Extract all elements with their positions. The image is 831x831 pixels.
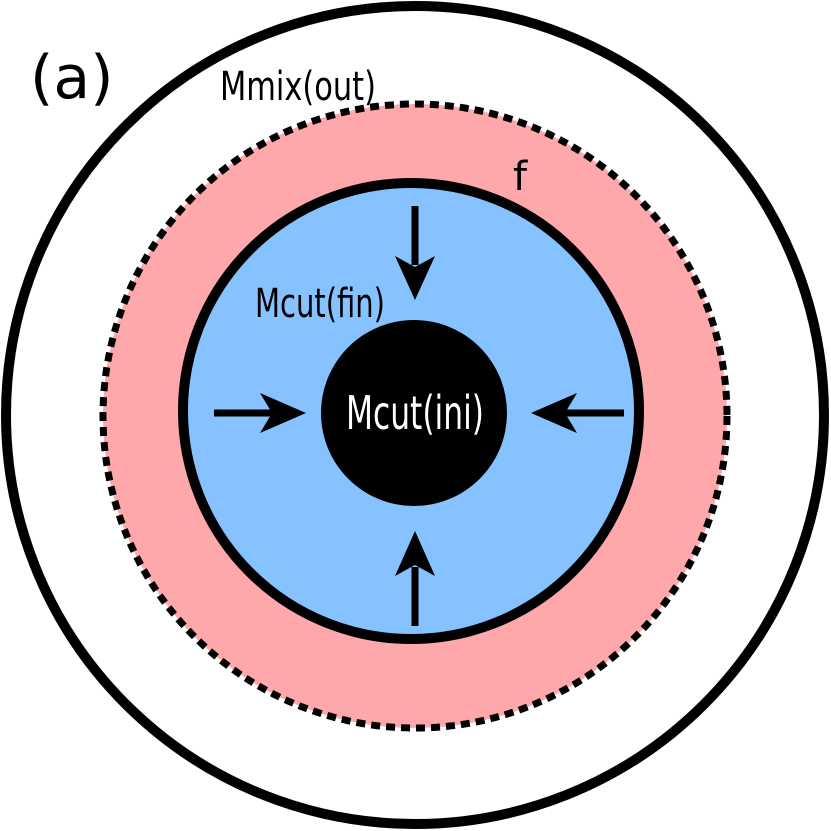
arrow-up-icon [395, 531, 435, 626]
arrow-left-icon [531, 393, 624, 433]
dashed-mixing-boundary [99, 100, 731, 732]
fraction-label: f [513, 154, 528, 200]
panel-label: (a) [30, 43, 114, 113]
arrow-down-icon [395, 206, 435, 300]
initial-cut-core [321, 320, 507, 506]
outer-mixing-label: Mmix(out) [220, 64, 376, 110]
arrow-right-icon [214, 393, 306, 433]
final-cut-label: Mcut(fin) [255, 281, 385, 327]
initial-cut-label: Mcut(ini) [346, 386, 484, 440]
